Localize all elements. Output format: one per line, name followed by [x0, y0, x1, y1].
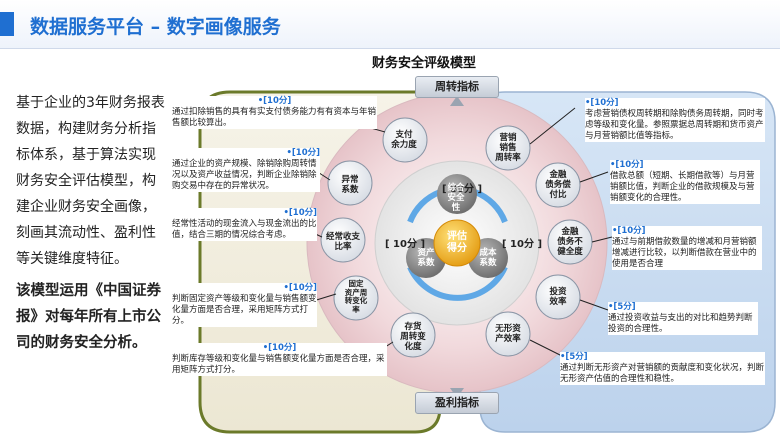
left-circle-label-3: 经常收支 比率	[326, 232, 361, 252]
note-text: 通过扣除销售的具有有实支付债务能力有有资本与年销售额比较算出。	[172, 107, 377, 128]
left-circle-label-2: 异常 系数	[341, 175, 359, 195]
right-circle-label-1: 营销 销售 周转率	[495, 133, 521, 163]
left-note-5: •[10分] 判断库存等级和变化量与销售额变化量方面是否合理，采用矩阵方式打分。	[172, 343, 387, 376]
note-text: 考虑营销债权周转期和除购债务周转期，同时考虑等级和变化量。参照票据总周转期和货币…	[585, 109, 764, 141]
right-note-1: •[10分] 考虑营销债权周转期和除购债务周转期，同时考虑等级和变化量。参照票据…	[585, 98, 765, 142]
note-weight: •[10分]	[283, 283, 317, 293]
left-circle-4	[333, 275, 379, 321]
header-bar	[0, 0, 780, 49]
note-weight: •[5分]	[608, 302, 636, 312]
note-weight: •[10分]	[286, 148, 320, 158]
note-text: 判断库存等级和变化量与销售额变化量方面是否合理，采用矩阵方式打分。	[172, 354, 385, 375]
top-banner: 周转指标	[415, 76, 499, 98]
left-circle-label-1: 支付 余力度	[391, 130, 417, 150]
right-note-4: •[5分] 通过投资收益与支出的对比和趋势判断投资的合理性。	[608, 302, 758, 335]
model-title: 财务安全评级模型	[372, 56, 477, 71]
note-text: 判断固定资产等级和变化量与销售额变化量方面是否合理，采用矩阵方式打分。	[172, 294, 317, 326]
right-note-2: •[10分] 借款总额（短期、长期借款等）与月营销额比值，判断企业的借款规模及与…	[610, 160, 760, 204]
right-circle-5	[485, 311, 531, 357]
right-circle-label-3: 金融 债务不 健全度	[557, 227, 583, 257]
left-circle-label-4: 固定 资产周 转变化 率	[344, 279, 368, 314]
left-note-1: •[10分] 通过扣除销售的具有有实支付债务能力有有资本与年销售额比较算出。	[172, 96, 377, 129]
note-weight: •[10分]	[610, 160, 644, 170]
left-note-2: •[10分] 通过企业的资产规模、除销除购周转情况以及资产收益情况，判断企业除销…	[172, 148, 320, 192]
left-note-4: •[10分] 判断固定资产等级和变化量与销售额变化量方面是否合理，采用矩阵方式打…	[172, 283, 317, 327]
inner-label-right: 成本 系数	[479, 248, 497, 268]
right-circle-4	[535, 274, 581, 320]
cycle-arrow	[407, 265, 508, 301]
right-circle-label-2: 金融 债务偿 付比	[545, 170, 571, 200]
left-circle-3	[320, 217, 366, 263]
note-weight: •[10分]	[262, 343, 297, 353]
cycle-arrow	[473, 189, 508, 224]
page-title: 数据服务平台 – 数字画像服务	[30, 16, 281, 38]
left-circle-label-5: 存货 周转变 化度	[400, 322, 426, 352]
right-circle-label-4: 投资 效率	[549, 287, 567, 307]
right-note-5: •[5分] 通过判断无形资产对营销额的贡献度和变化状况，判断无形资产估值的合理性…	[560, 352, 765, 385]
note-weight: •[10分]	[612, 226, 646, 236]
inner-weight-top: [ 80分 ]	[442, 184, 483, 195]
intro-paragraph: 基于企业的3年财务报表数据，构建财务分析指标体系，基于算法实现财务安全评估模型，…	[16, 95, 165, 267]
left-note-3: •[10分] 经常性活动的现金流入与现金流出的比值，结合三期的情况综合考虑。	[172, 208, 317, 241]
note-text: 通过判断无形资产对营销额的贡献度和变化状况，判断无形资产估值的合理性和稳性。	[560, 363, 765, 384]
note-text: 通过投资收益与支出的对比和趋势判断投资的合理性。	[608, 313, 753, 334]
left-circle-1	[382, 117, 428, 163]
intro-highlight: 该模型运用《中国证券报》对每年所有上市公司的财务安全分析。	[16, 283, 161, 351]
left-circle-2	[327, 160, 373, 206]
inner-label-left: 资产 系数	[417, 248, 435, 268]
note-weight: •[5分]	[560, 352, 588, 362]
inner-weight-right: [ 10分 ]	[502, 239, 543, 250]
right-circle-1	[485, 125, 531, 171]
note-text: 经常性活动的现金流入与现金流出的比值，结合三期的情况综合考虑。	[172, 219, 317, 240]
center-circle	[433, 219, 481, 267]
inner-label-top: 综合 安全 性	[447, 183, 465, 213]
right-note-3: •[10分] 通过与前期借款数量的增减和月营销额增减进行比较，以判断借款在营业中…	[612, 226, 762, 270]
right-circle-label-5: 无形资 产效率	[495, 324, 521, 344]
note-weight: •[10分]	[283, 208, 317, 218]
note-weight: •[10分]	[585, 98, 619, 108]
inner-circle-top	[437, 174, 477, 214]
note-text: 通过企业的资产规模、除销除购周转情况以及资产收益情况，判断企业除销除购交易中存在…	[172, 159, 317, 191]
cycle-arrow	[407, 189, 442, 224]
bottom-banner: 盈利指标	[415, 392, 499, 414]
note-text: 借款总额（短期、长期借款等）与月营销额比值，判断企业的借款规模及与营销额变化的合…	[610, 171, 755, 203]
inner-weight-left: [ 10分 ]	[385, 239, 426, 250]
left-circle-5	[390, 312, 436, 358]
title-accent	[0, 12, 14, 36]
right-circle-2	[535, 162, 581, 208]
note-text: 通过与前期借款数量的增减和月营销额增减进行比较，以判断借款在营业中的使用是否合理	[612, 237, 757, 269]
center-label: 评估 得分	[447, 231, 467, 254]
intro-text: 基于企业的3年财务报表数据，构建财务分析指标体系，基于算法实现财务安全评估模型，…	[16, 90, 166, 362]
note-weight: •[10分]	[257, 96, 292, 106]
